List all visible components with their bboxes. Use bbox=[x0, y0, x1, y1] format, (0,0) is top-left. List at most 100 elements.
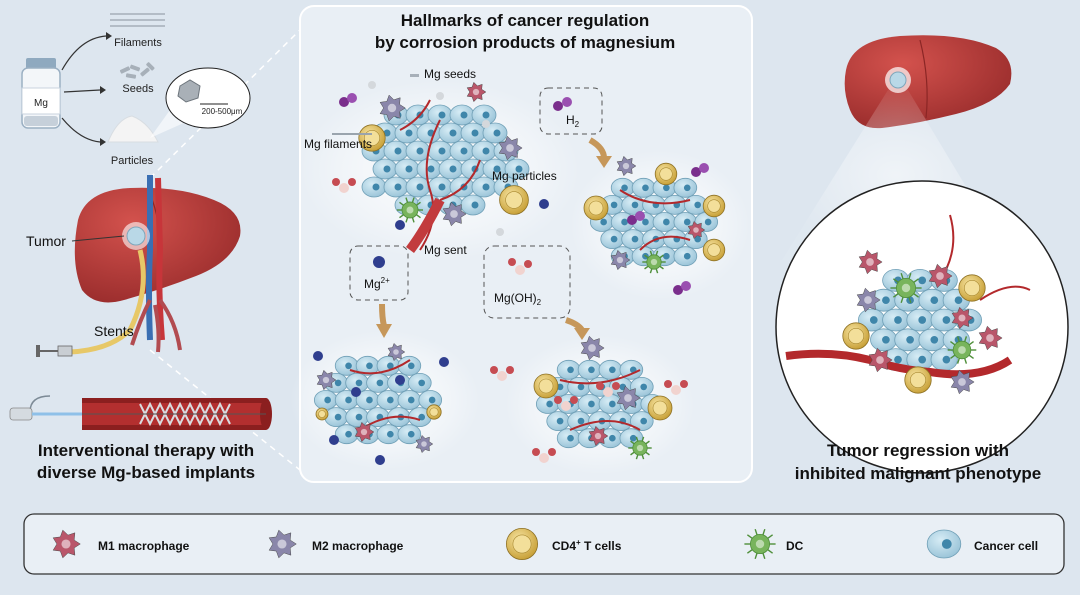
cancer-cell-icon bbox=[567, 376, 591, 397]
mg-particles-label: Mg particles bbox=[492, 169, 557, 183]
m2-macrophage-icon bbox=[950, 369, 975, 395]
cancer-cell-icon bbox=[405, 140, 431, 162]
m2-macrophage-icon bbox=[442, 201, 467, 227]
cancer-cell-icon bbox=[918, 328, 946, 352]
stents-label: Stents bbox=[94, 323, 134, 339]
mg2-ion bbox=[351, 387, 361, 397]
cd4-t-cell-icon bbox=[315, 407, 329, 421]
cd4-t-cell-icon bbox=[958, 274, 986, 302]
m2-macrophage-icon bbox=[856, 287, 881, 313]
mgoh-molecule bbox=[554, 396, 562, 404]
cancer-cell-icon bbox=[577, 359, 602, 380]
cancer-cell-icon bbox=[376, 390, 401, 410]
arrow bbox=[61, 35, 107, 71]
mgoh-treated-tumor bbox=[490, 335, 688, 463]
dendritic-cell-icon bbox=[642, 250, 666, 274]
cancer-cell-icon bbox=[882, 308, 910, 332]
cancer-cell-icon bbox=[366, 372, 390, 393]
cancer-cell-icon bbox=[598, 359, 623, 380]
mg-vial-icon bbox=[21, 58, 61, 129]
blood-vessel bbox=[979, 285, 1031, 301]
mg2-ion bbox=[539, 199, 549, 209]
h2-molecule bbox=[673, 285, 683, 295]
h2-molecule bbox=[681, 281, 691, 291]
cancer-cell-icon bbox=[870, 328, 898, 352]
h2-molecule-icon bbox=[553, 97, 572, 111]
seeds-icon bbox=[119, 62, 155, 79]
mgoh-molecule bbox=[532, 448, 540, 456]
cd4-t-cell-icon bbox=[654, 162, 678, 186]
cancer-cell-icon bbox=[313, 390, 338, 410]
cancer-cell-icon bbox=[556, 359, 581, 380]
mgoh-molecule bbox=[680, 380, 688, 388]
cancer-cell-icon bbox=[427, 176, 453, 198]
cancer-cell-icon bbox=[926, 529, 962, 559]
mg2-ion bbox=[329, 435, 339, 445]
dendritic-cell-icon bbox=[947, 336, 977, 364]
tumor-right-icon bbox=[885, 67, 911, 93]
cancer-cell-icon bbox=[427, 104, 453, 126]
mgoh-molecule bbox=[570, 396, 578, 404]
mg2-ion bbox=[375, 455, 385, 465]
cancer-cell-icon bbox=[416, 158, 442, 180]
arrowhead bbox=[100, 86, 106, 94]
cancer-cell-icon bbox=[397, 424, 422, 445]
cancer-cell-icon bbox=[629, 411, 654, 432]
blood-vessel bbox=[399, 99, 431, 131]
legend-label-dc: DC bbox=[786, 539, 804, 553]
cancer-cell-icon bbox=[652, 212, 677, 232]
legend-label-m1: M1 macrophage bbox=[98, 539, 190, 553]
left-caption-line1: Interventional therapy with bbox=[38, 441, 254, 460]
mg-seeds-label: Mg seeds bbox=[424, 67, 476, 81]
mg2-ion bbox=[395, 375, 405, 385]
blood-vessel bbox=[439, 159, 481, 201]
cancer-cell-icon bbox=[673, 177, 698, 198]
cancer-cell-icon bbox=[546, 411, 570, 432]
m1-macrophage-icon bbox=[951, 306, 974, 330]
h2-label: H2 bbox=[566, 113, 580, 129]
mg-seed-icon bbox=[410, 74, 419, 77]
cancer-cell-icon bbox=[918, 288, 946, 312]
mgoh-molecule bbox=[664, 380, 672, 388]
cancer-cell-icon bbox=[621, 229, 645, 250]
mg-seed-particle bbox=[368, 81, 376, 89]
arrow-to-mgoh-result bbox=[565, 317, 590, 340]
cancer-cell-icon bbox=[376, 424, 401, 445]
liver-right bbox=[844, 35, 1012, 129]
mgoh-molecule bbox=[548, 448, 556, 456]
m2-macrophage-icon bbox=[616, 155, 637, 177]
mgoh-molecule bbox=[506, 366, 514, 374]
arrowhead bbox=[106, 32, 112, 40]
cancer-cell-icon bbox=[610, 177, 635, 198]
blood-vessel bbox=[785, 349, 1013, 379]
filaments-label: Filaments bbox=[114, 37, 162, 49]
blood-vessels bbox=[130, 175, 182, 353]
cancer-cell-icon bbox=[556, 428, 581, 449]
mgoh-label: Mg(OH)2 bbox=[494, 291, 542, 307]
mg-seed-particle bbox=[496, 228, 504, 236]
m1-macrophage-icon bbox=[687, 220, 706, 240]
mgoh-molecule-icon bbox=[508, 258, 532, 275]
legend-label-cancer: Cancer cell bbox=[974, 539, 1038, 553]
mgoh-molecule bbox=[671, 385, 681, 395]
cancer-cell-icon bbox=[906, 308, 934, 332]
cancer-cell-icon bbox=[372, 158, 398, 180]
mg-filaments-label: Mg filaments bbox=[304, 137, 372, 151]
mgoh-molecule bbox=[497, 371, 507, 381]
mgoh-molecule bbox=[612, 382, 620, 390]
mg2-ion bbox=[439, 357, 449, 367]
legend-icons bbox=[52, 528, 962, 561]
mgoh-molecule bbox=[332, 178, 340, 186]
cancer-cell-icon bbox=[361, 176, 387, 198]
arrow bbox=[61, 117, 101, 143]
mg-seed-particle bbox=[436, 92, 444, 100]
m2-macrophage-icon bbox=[616, 385, 641, 411]
mgoh-molecule bbox=[561, 401, 571, 411]
cancer-cell-icon bbox=[383, 176, 409, 198]
m2-macrophage-icon bbox=[316, 369, 337, 391]
h2-molecule bbox=[627, 215, 637, 225]
mgoh-molecule bbox=[603, 387, 613, 397]
arrow-to-mg2-result bbox=[376, 303, 392, 338]
cancer-cell-icon bbox=[324, 407, 349, 428]
